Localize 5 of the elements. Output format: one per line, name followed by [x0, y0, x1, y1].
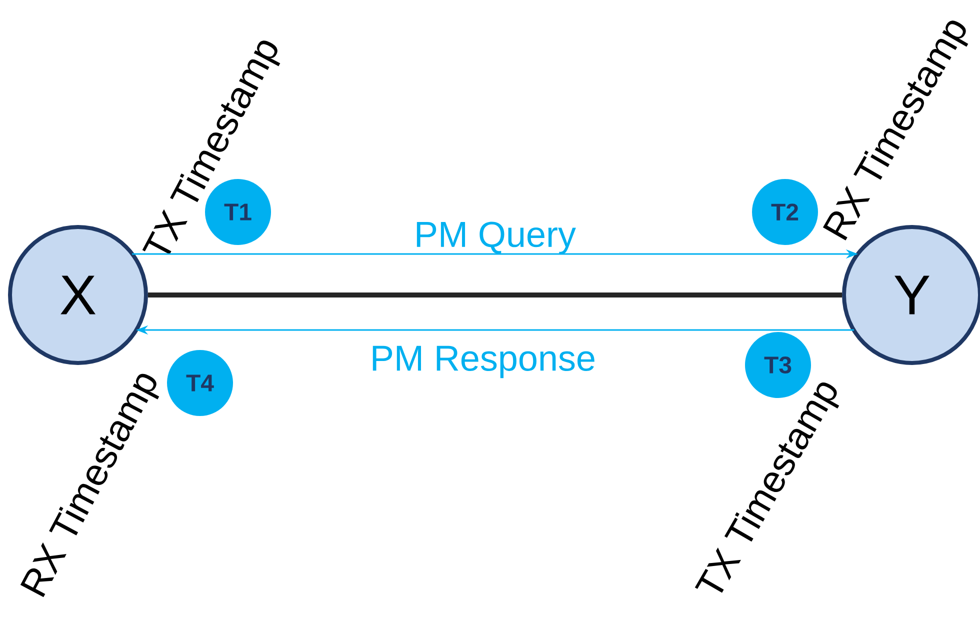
timestamp-badge: T2	[752, 178, 818, 245]
timestamp-badge: T4	[167, 350, 233, 416]
timestamp-badge: T3	[745, 332, 811, 398]
edge-label: PM Query	[416, 222, 576, 254]
edge-label: PM Response	[372, 346, 594, 378]
